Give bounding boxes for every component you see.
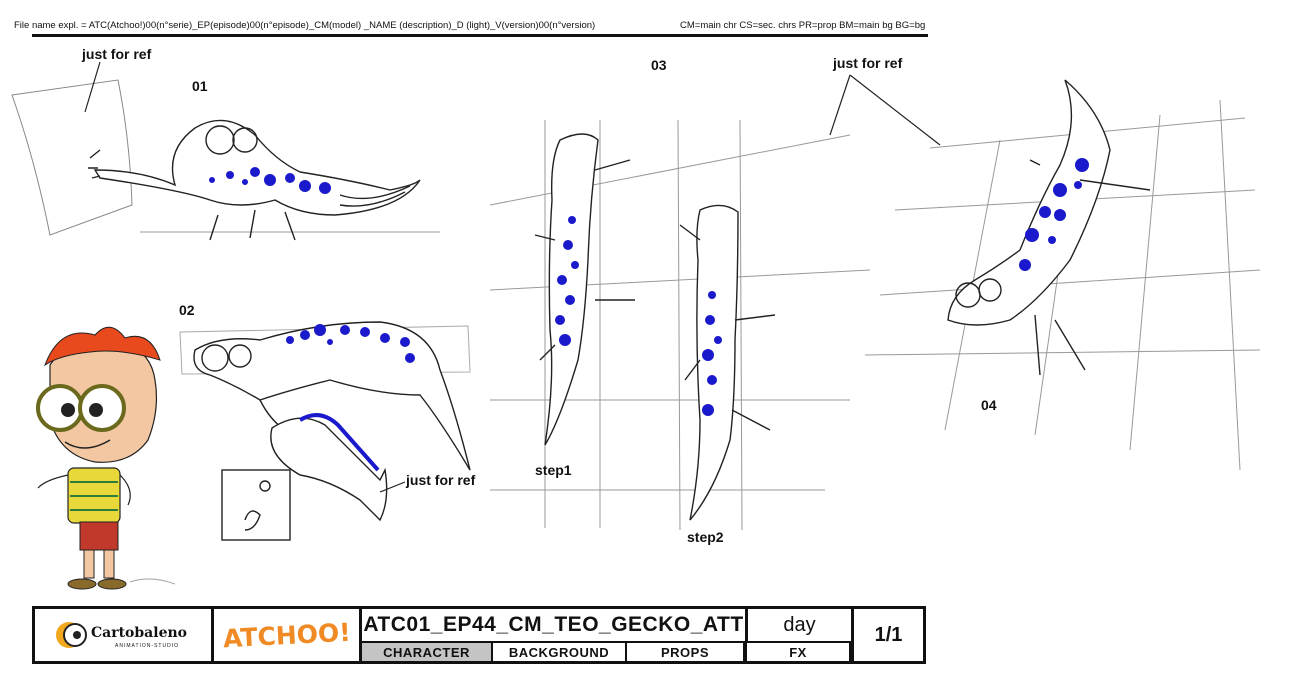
abbreviation-legend: CM=main chr CS=sec. chrs PR=prop BM=main… bbox=[680, 20, 926, 31]
category-background: BACKGROUND bbox=[493, 641, 627, 661]
header-rule bbox=[32, 34, 928, 37]
step1-label: step1 bbox=[535, 462, 572, 478]
view-01-label: 01 bbox=[192, 78, 208, 94]
view-04-grid bbox=[864, 99, 1261, 471]
ref-leader-lines bbox=[84, 61, 941, 493]
view-04-label: 04 bbox=[981, 397, 997, 413]
model-sheet-artwork bbox=[11, 61, 1261, 590]
view-01-spots bbox=[209, 167, 331, 194]
view-02-spots bbox=[286, 324, 415, 363]
studio-logo-subtext: ANIMATION-STUDIO bbox=[115, 643, 179, 649]
light-value: day bbox=[745, 609, 851, 641]
view-03-grid bbox=[489, 119, 871, 531]
page-number: 1/1 bbox=[851, 609, 923, 661]
studio-logo-text: Cartobaleno bbox=[91, 625, 187, 641]
ref-note-01: just for ref bbox=[82, 46, 152, 62]
category-props: PROPS bbox=[627, 641, 745, 661]
ref-note-04: just for ref bbox=[833, 55, 903, 71]
view-03-spots bbox=[555, 216, 722, 416]
show-logo: ATCHOO! bbox=[211, 609, 359, 661]
studio-logo: Cartobaleno ANIMATION-STUDIO bbox=[35, 609, 211, 661]
view-01-gecko bbox=[11, 79, 440, 241]
view-04-gecko bbox=[947, 79, 1151, 376]
category-character: CHARACTER bbox=[359, 641, 493, 661]
step2-label: step2 bbox=[687, 529, 724, 545]
studio-logo-mark bbox=[56, 622, 87, 648]
ref-note-02: just for ref bbox=[406, 472, 476, 488]
file-name-explanation: File name expl. = ATC(Atchoo!)00(n°serie… bbox=[14, 20, 596, 31]
view-03-geckos bbox=[534, 133, 776, 521]
show-logo-text: ATCHOO! bbox=[222, 617, 351, 653]
category-fx: FX bbox=[745, 641, 851, 661]
view-04-spots bbox=[1019, 158, 1089, 271]
title-block: Cartobaleno ANIMATION-STUDIO ATCHOO! ATC… bbox=[32, 606, 926, 664]
view-02-label: 02 bbox=[179, 302, 195, 318]
teo-character bbox=[36, 326, 176, 590]
view-03-label: 03 bbox=[651, 57, 667, 73]
view-02-gecko bbox=[179, 321, 471, 541]
file-name: ATC01_EP44_CM_TEO_GECKO_ATT bbox=[359, 609, 745, 641]
